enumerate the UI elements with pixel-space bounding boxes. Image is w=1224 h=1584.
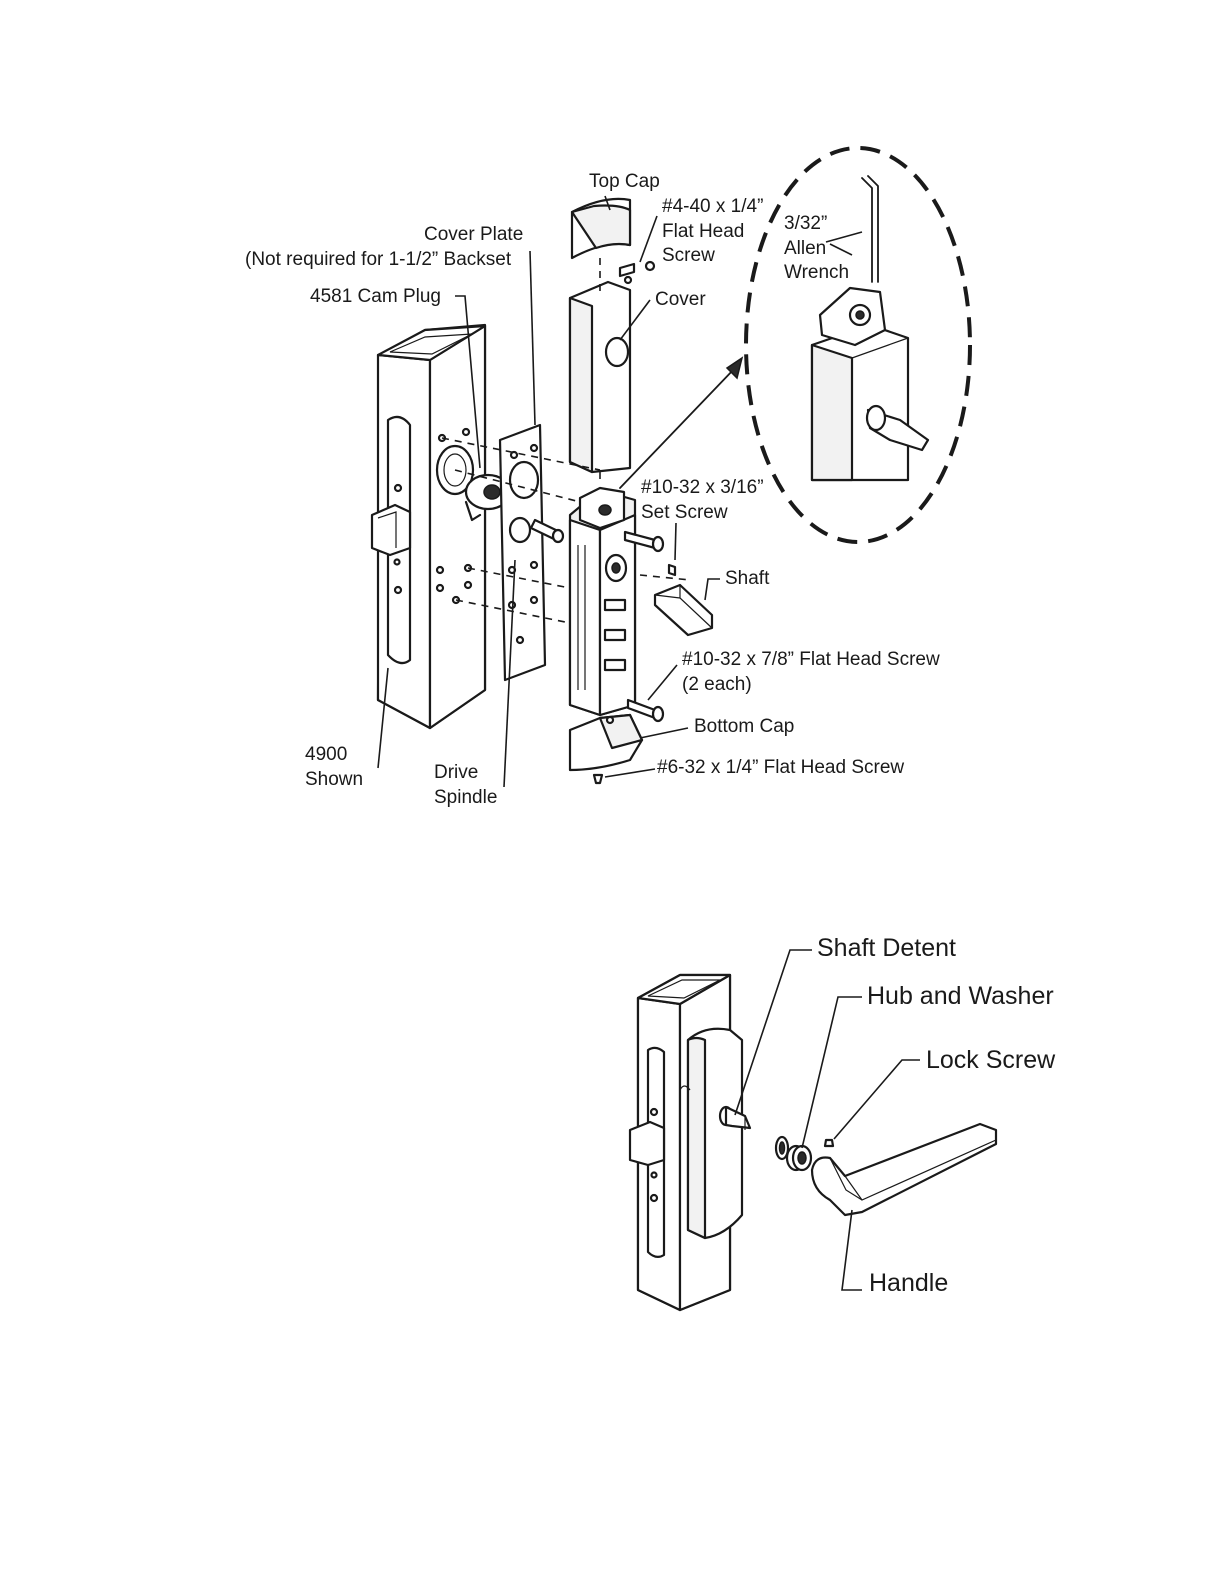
label-bottom-cap: Bottom Cap [694,716,795,737]
label-shown-line2: Shown [305,769,364,790]
leader-lines-lower [734,949,920,1291]
cover-plate [498,423,547,682]
set-screw [667,563,677,577]
label-shaft: Shaft [725,568,770,589]
label-lock-screw: Lock Screw [926,1046,1056,1074]
label-allen-line1: 3/32” [784,213,828,234]
screw-4-40 [618,260,656,285]
label-drive-spindle-line2: Spindle [434,787,498,808]
label-cam-plug: 4581 Cam Plug [310,286,441,307]
lock-body [568,486,637,717]
label-screw-4-40-line3: Screw [662,245,715,266]
bottom-cap [568,713,644,772]
label-cover-plate-line1: Cover Plate [424,224,524,245]
leader-lines-upper [377,195,863,788]
handle [810,1122,998,1217]
mounting-screws-7-8 [626,698,665,723]
screw-6-32 [592,773,604,785]
cover [568,280,632,474]
label-drive-spindle-line1: Drive [434,762,479,783]
top-cap [570,197,632,260]
cam-plug [464,473,512,522]
label-set-screw-line1: #10-32 x 3/16” [641,477,764,498]
door-stile [370,323,487,730]
lower-cover [679,1027,744,1240]
detail-arrow [619,356,744,489]
drive-spindle [529,518,565,544]
label-screw-4-40-line2: Flat Head [662,221,745,242]
label-shown-line1: 4900 [305,744,348,765]
label-screw-6-32: #6-32 x 1/4” Flat Head Screw [657,757,905,778]
lock-screw [823,1138,835,1148]
label-screw-4-40-line1: #4-40 x 1/4” [662,196,764,217]
label-cover: Cover [655,289,706,310]
label-cover-plate-line2: (Not required for 1-1/2” Backset [245,249,512,270]
label-allen-line2: Allen [784,238,827,259]
lower-shaft [718,1105,752,1130]
shaft [653,583,714,637]
detail-circle [744,146,972,544]
label-top-cap: Top Cap [589,171,660,192]
label-set-screw-line2: Set Screw [641,502,728,523]
label-hub-washer: Hub and Washer [867,982,1054,1010]
label-allen-line3: Wrench [784,262,850,283]
label-flat-screw-7-8-line1: #10-32 x 7/8” Flat Head Screw [682,649,940,670]
hub [785,1144,813,1172]
label-shaft-detent: Shaft Detent [817,934,956,962]
label-flat-screw-7-8-line2: (2 each) [682,674,752,695]
washer [774,1135,790,1161]
mounting-screw-top [623,530,665,553]
label-handle: Handle [869,1269,949,1297]
